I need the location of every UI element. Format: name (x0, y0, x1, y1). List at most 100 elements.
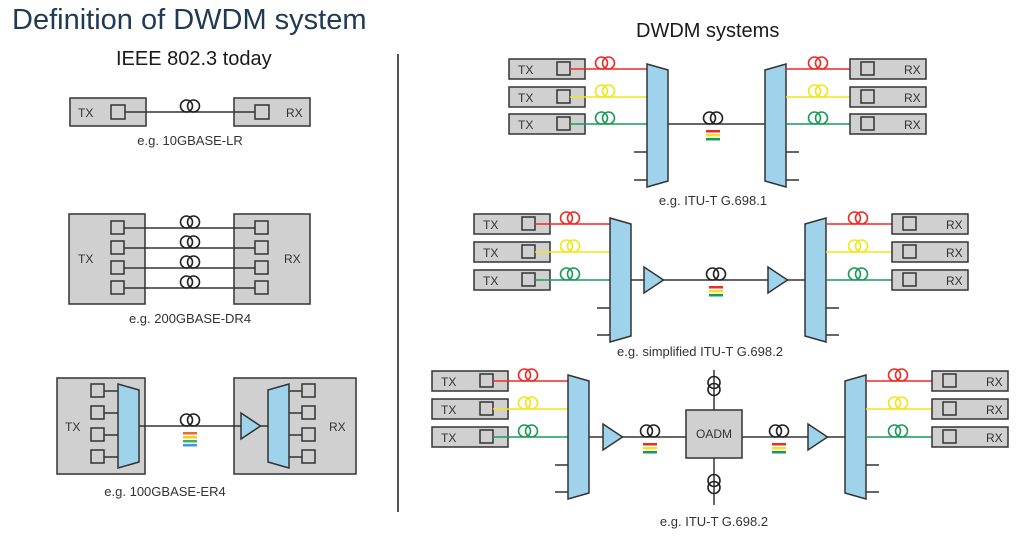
tx-port (521, 244, 536, 259)
wavelength-bar (643, 451, 657, 454)
rx-label: RX (284, 252, 301, 266)
wavelength-bar (709, 294, 723, 297)
spool-loop (887, 396, 902, 410)
spool-loop (179, 235, 194, 249)
rx-label: RX (329, 420, 346, 434)
fiber-spool-icon (594, 84, 616, 98)
example-200gbase-dr4: TX RX e.g. 200GBASE-DR4 (68, 213, 311, 326)
tx-label: TX (441, 431, 456, 445)
wavelength-bar (772, 451, 786, 454)
spool-loop (186, 275, 201, 289)
tx-box (68, 213, 146, 305)
spool-loop (894, 368, 909, 382)
fiber-spool-icon (887, 396, 909, 410)
spool-loop (566, 211, 581, 225)
spool-loop (705, 267, 720, 281)
demux-trapezoid (267, 383, 290, 469)
mux-trapezoid (609, 217, 632, 343)
tx-port (90, 427, 105, 442)
tx-port (110, 280, 125, 295)
fiber-spool-icon (807, 111, 829, 125)
wavelength-bars-icon (183, 432, 197, 447)
spool-loop (814, 84, 829, 98)
rx-port (942, 373, 957, 388)
tx-label: TX (518, 118, 533, 132)
rx-box (233, 213, 311, 305)
rx-port (301, 427, 316, 442)
tx-port (110, 240, 125, 255)
spool-loop (524, 396, 539, 410)
tx-port (521, 216, 536, 231)
fiber-spool-icon (179, 413, 201, 427)
tx-port (479, 401, 494, 416)
spool-loop (566, 267, 581, 281)
wavelength-bars-icon (643, 443, 657, 454)
spool-loop (601, 56, 616, 70)
amplifier-icon (643, 265, 665, 295)
fiber-spool-icon (594, 56, 616, 70)
rx-port (902, 244, 917, 259)
caption: e.g. 200GBASE-DR4 (129, 311, 251, 326)
tx-label: TX (483, 218, 498, 232)
fiber-spool-icon (639, 424, 661, 438)
spool-loop (524, 368, 539, 382)
wavelength-bar (706, 138, 720, 141)
tx-port (479, 373, 494, 388)
spool-loop (707, 473, 721, 488)
spool-loop (887, 368, 902, 382)
tx-port (521, 272, 536, 287)
tx-label: TX (518, 63, 533, 77)
rx-port (902, 216, 917, 231)
spool-loop (559, 211, 574, 225)
fiber-spool-icon (887, 368, 909, 382)
fiber-spool-icon (705, 267, 727, 281)
tx-label: TX (65, 420, 80, 434)
wavelength-bar (643, 443, 657, 446)
spool-loop (639, 424, 654, 438)
tx-port (479, 429, 494, 444)
caption: e.g. 100GBASE-ER4 (104, 484, 225, 499)
spool-loop (186, 235, 201, 249)
spool-loop (601, 84, 616, 98)
fiber-spool-icon (179, 215, 201, 229)
spool-loop (775, 424, 790, 438)
tx-port (90, 449, 105, 464)
right-panel-heading: DWDM systems (636, 20, 780, 42)
tx-port (556, 89, 571, 104)
wavelength-bar (183, 436, 197, 439)
spool-loop (179, 413, 194, 427)
wavelength-bar (706, 134, 720, 137)
spool-loop (179, 255, 194, 269)
spool-loop (807, 111, 822, 125)
caption: e.g. ITU-T G.698.1 (659, 193, 767, 208)
spool-loop (807, 84, 822, 98)
rx-port (860, 89, 875, 104)
tx-port (556, 61, 571, 76)
spool-loop (712, 267, 727, 281)
spool-loop (594, 84, 609, 98)
fiber-spool-icon (559, 211, 581, 225)
wavelength-bar (709, 290, 723, 293)
fiber-spool-icon (847, 211, 869, 225)
oadm-box (685, 409, 743, 459)
rx-port (860, 61, 875, 76)
tx-label: TX (78, 252, 93, 266)
rx-port (860, 116, 875, 131)
spool-loop (807, 56, 822, 70)
fiber-spool-icon (887, 424, 909, 438)
tx-port (90, 383, 105, 398)
spool-loop (179, 99, 194, 113)
wavelength-bar (706, 130, 720, 133)
spool-loop (517, 396, 532, 410)
spool-loop (854, 267, 869, 281)
fiber-spool-icon (807, 56, 829, 70)
fiber-spool-icon (517, 424, 539, 438)
spool-loop (887, 424, 902, 438)
spool-loop (847, 211, 862, 225)
tx-label: TX (483, 274, 498, 288)
rx-port (301, 449, 316, 464)
spool-loop (559, 267, 574, 281)
wavelength-bars-icon (709, 286, 723, 297)
tx-label: TX (441, 403, 456, 417)
